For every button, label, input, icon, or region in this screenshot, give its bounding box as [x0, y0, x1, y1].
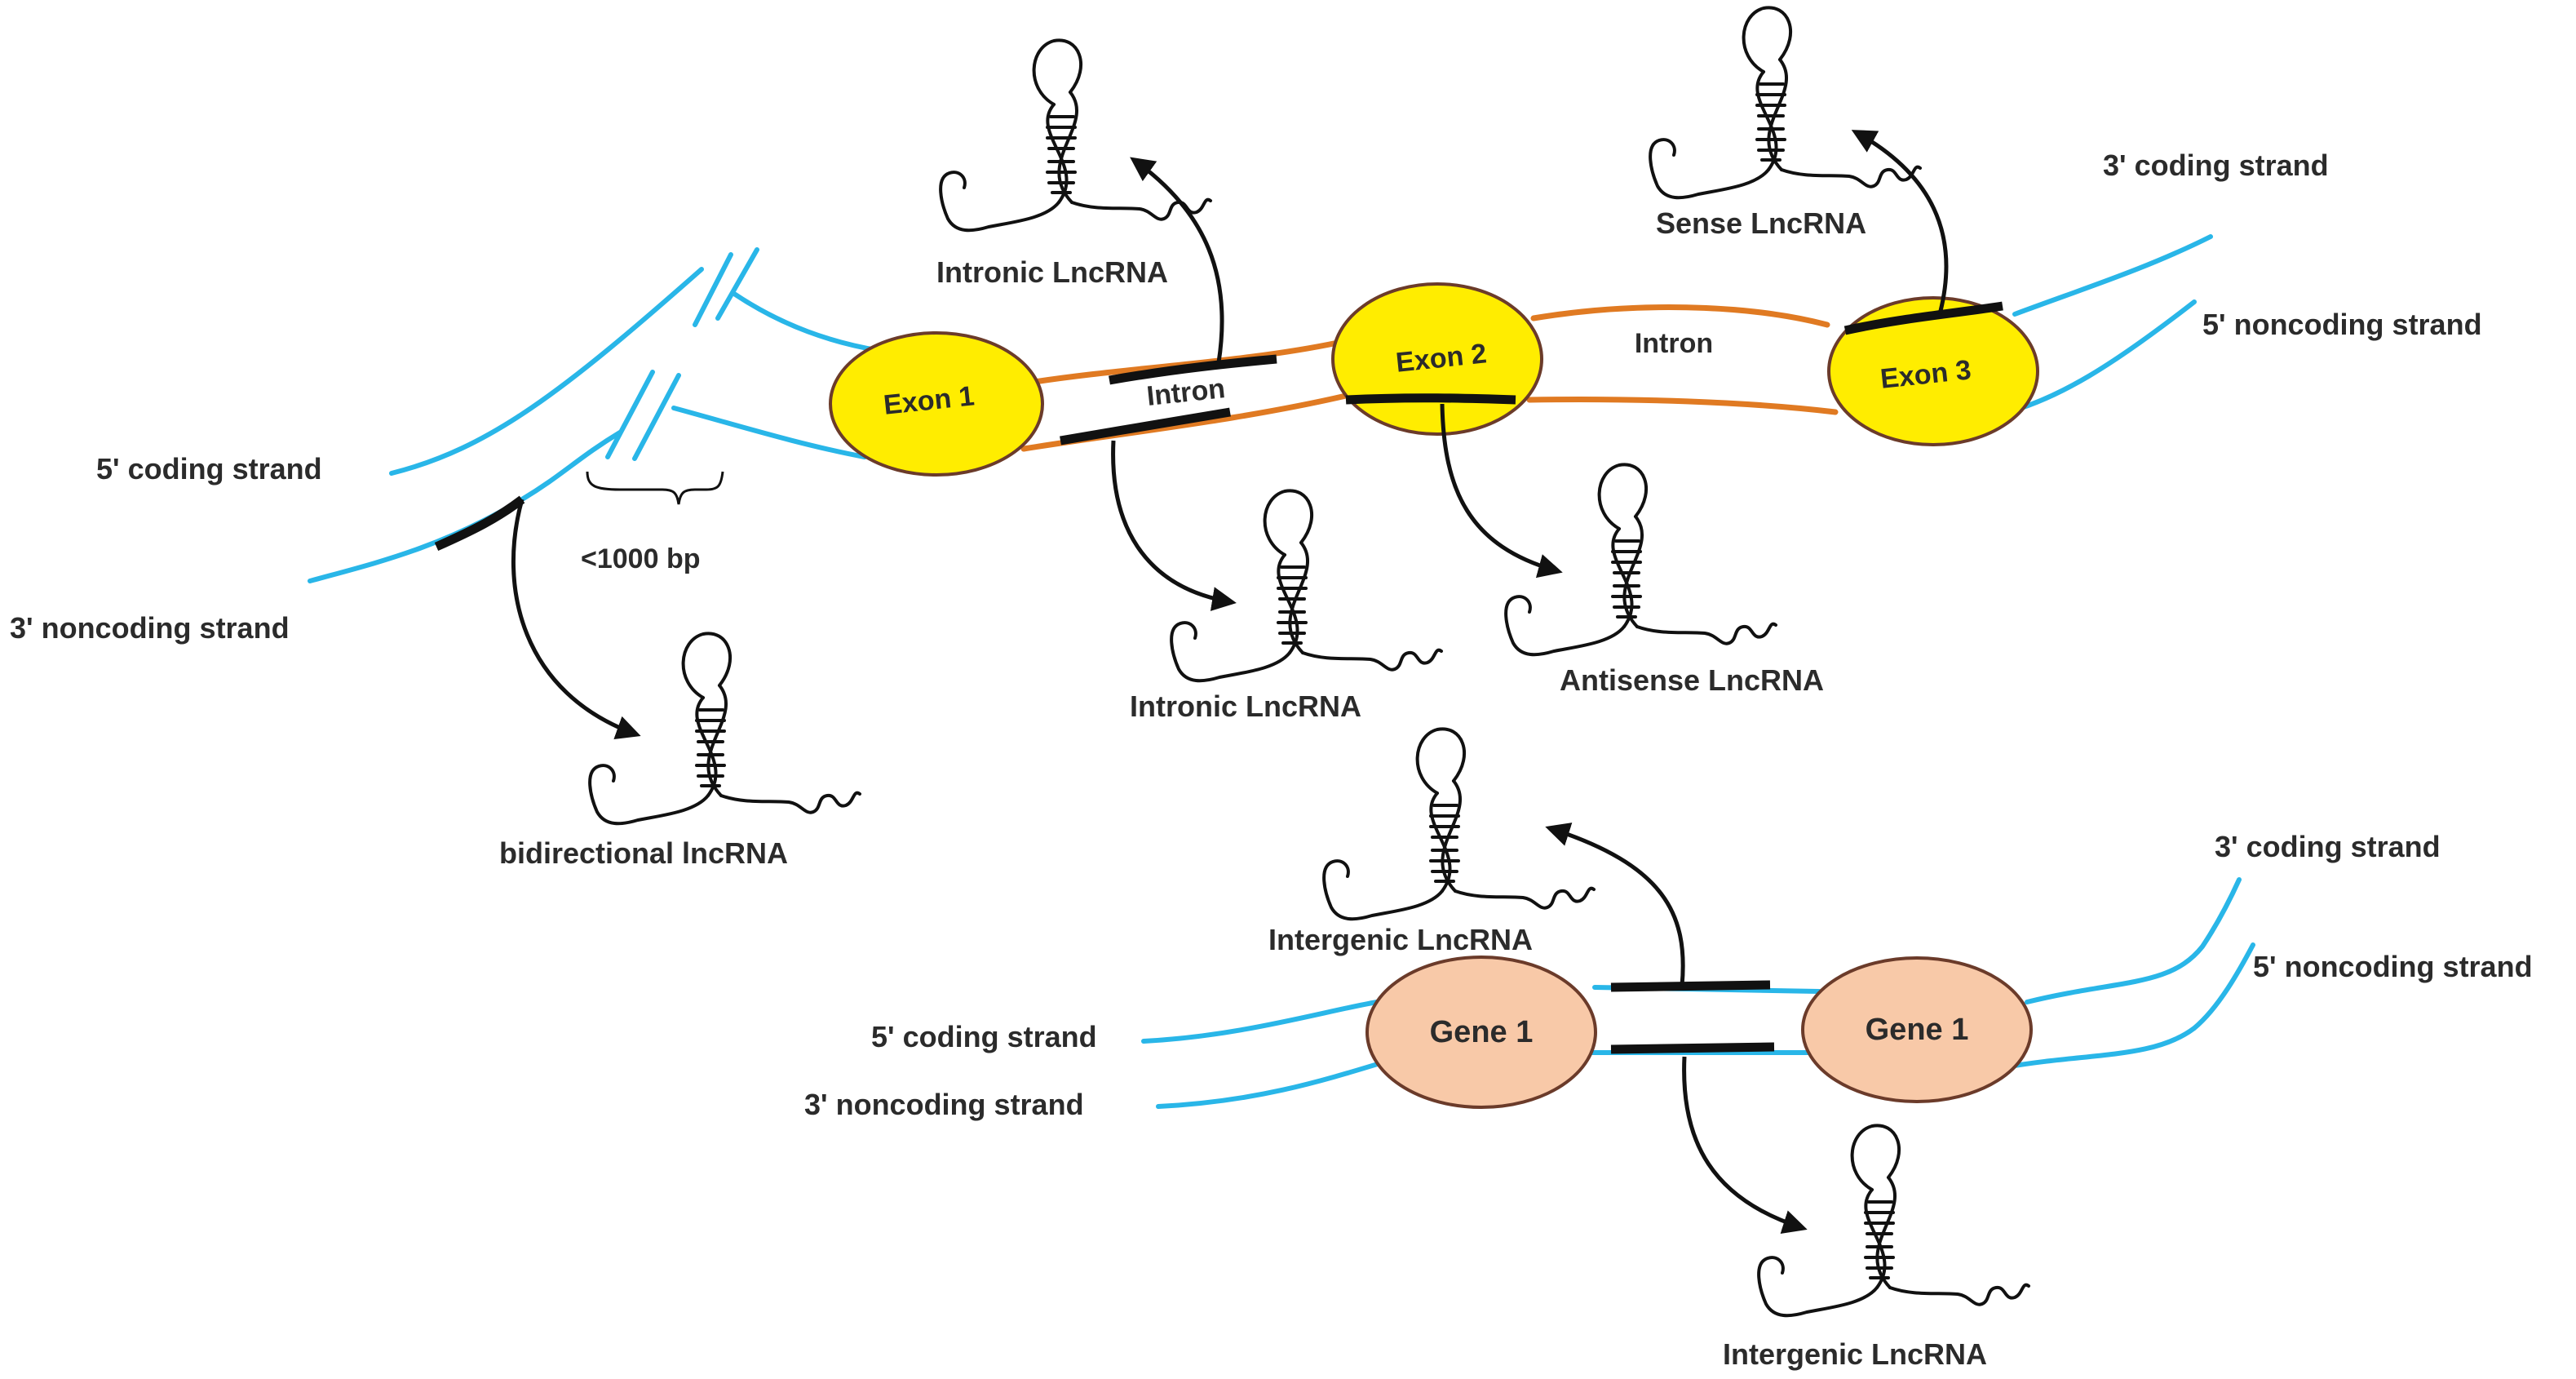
lncrna-hairpin-icon: [1757, 1124, 2030, 1318]
bottom-right-noncoding-label: 5' noncoding strand: [2253, 950, 2533, 983]
gene-left-label: Gene 1: [1430, 1015, 1534, 1049]
exon1: [829, 331, 1044, 477]
sense-lncrna-segment: [1843, 301, 2003, 335]
top-right-coding-label: 3' coding strand: [2103, 149, 2329, 182]
top-left-coding-strand: [389, 267, 704, 476]
arrow-to-intergenic-top: [1545, 823, 1685, 987]
top-left-coding-label: 5' coding strand: [96, 452, 322, 486]
top-left-noncoding-strand: [308, 430, 622, 583]
intergenic-lncrna-top-label: Intergenic LncRNA: [1268, 923, 1533, 956]
arrow-to-bidirectional: [511, 499, 641, 740]
gene-left: [1365, 956, 1597, 1109]
intron2-lower-line: [1526, 397, 1839, 415]
arrow-to-intronic-top: [1130, 157, 1224, 363]
bottom-left-coding-label: 5' coding strand: [871, 1020, 1097, 1053]
bottom-left-coding-strand: [1141, 1000, 1379, 1044]
lncrna-hairpin-icon: [1322, 727, 1596, 921]
intron1-upper-line: [1020, 339, 1341, 387]
antisense-lncrna-label: Antisense LncRNA: [1560, 663, 1824, 697]
arrow-to-sense: [1851, 130, 1949, 315]
bottom-right-coding-label: 3' coding strand: [2215, 830, 2441, 863]
intronic-lncrna-bottom-label: Intronic LncRNA: [1130, 690, 1361, 723]
top-right-coding-strand: [2012, 234, 2213, 317]
intronic-lncrna-segment-lower: [1060, 407, 1231, 446]
intergenic-lncrna-segment-upper: [1610, 980, 1771, 992]
lncrna-hairpin-icon: [1649, 6, 1922, 200]
bidirectional-lncrna-segment: [434, 495, 525, 552]
top-strand-to-exon1-lower: [671, 406, 867, 459]
break-mark-3: [605, 370, 655, 459]
intron1-label: Intron: [1145, 373, 1227, 412]
gene-right-label: Gene 1: [1866, 1013, 1969, 1047]
bidirectional-lncrna-label: bidirectional lncRNA: [499, 836, 788, 870]
break-mark-1: [693, 252, 733, 327]
intronic-lncrna-segment-upper: [1109, 354, 1277, 385]
top-strand-to-exon1-upper: [732, 291, 883, 353]
intron2-label: Intron: [1635, 328, 1713, 359]
intron2-upper-line: [1530, 304, 1830, 328]
bottom-left-noncoding-label: 3' noncoding strand: [804, 1088, 1084, 1121]
top-right-noncoding-label: 5' noncoding strand: [2202, 308, 2482, 341]
sense-lncrna-label: Sense LncRNA: [1656, 206, 1866, 240]
arrow-to-intronic-bottom: [1111, 440, 1237, 611]
break-mark-4: [632, 373, 681, 461]
exon3: [1827, 296, 2039, 446]
intergenic-lncrna-bottom-label: Intergenic LncRNA: [1723, 1337, 1987, 1371]
arrow-to-intergenic-bottom: [1682, 1056, 1808, 1235]
lncrna-hairpin-icon: [939, 38, 1212, 233]
lncrna-hairpin-icon: [588, 632, 861, 826]
bottom-right-noncoding-strand: [2003, 942, 2255, 1070]
top-left-noncoding-label: 3' noncoding strand: [10, 611, 290, 645]
lncrna-hairpin-icon: [1504, 463, 1777, 657]
intergenic-lncrna-segment-lower: [1610, 1042, 1775, 1054]
bottom-left-noncoding-strand: [1156, 1058, 1391, 1109]
antisense-lncrna-segment: [1345, 393, 1516, 405]
distance-brace: [586, 471, 724, 505]
distance-label: <1000 bp: [581, 543, 700, 574]
gene-right: [1801, 956, 2033, 1103]
arrow-to-antisense: [1440, 403, 1563, 579]
break-mark-2: [715, 247, 759, 321]
intronic-lncrna-top-label: Intronic LncRNA: [936, 255, 1168, 289]
bottom-right-coding-strand: [2025, 877, 2242, 1004]
lncrna-hairpin-icon: [1170, 489, 1443, 683]
